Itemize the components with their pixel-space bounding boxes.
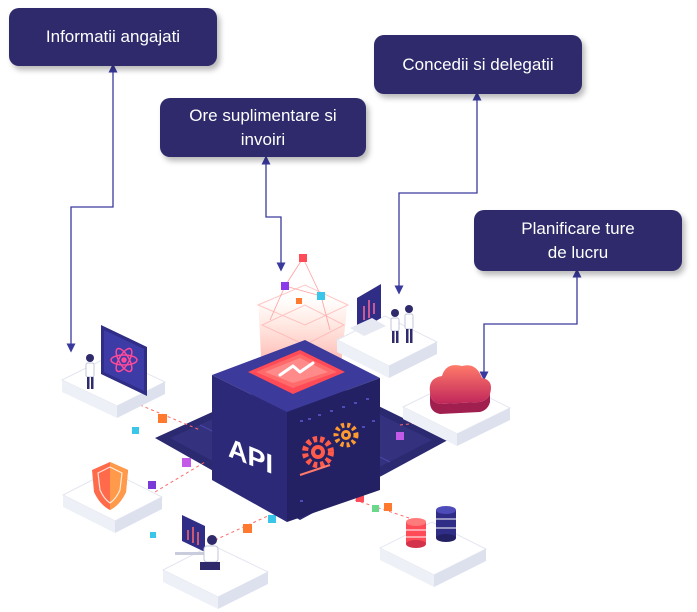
database-icon [406, 506, 456, 548]
atom-icon [110, 347, 138, 373]
gears-icon [299, 422, 359, 476]
box-ore-line1: Ore suplimentare si [189, 105, 337, 125]
platform-database [378, 506, 488, 587]
box-informatii-angajati: Informatii angajati [9, 8, 217, 66]
box-concedii-label: Concedii si delegatii [402, 54, 554, 74]
api-cube [212, 340, 380, 522]
platform-workstation [161, 515, 270, 609]
platform-atom [60, 325, 167, 418]
connector-ore [261, 155, 286, 272]
platform-shield [61, 462, 164, 533]
platform-analysts [335, 284, 439, 378]
connector-informatii [66, 63, 118, 353]
box-informatii-label: Informatii angajati [45, 27, 181, 46]
box-planificare-line1: Planificare ture [521, 218, 635, 238]
cloud-icon [429, 365, 491, 414]
box-ore-text: Ore suplimentare si invoiri [189, 104, 336, 152]
box-planificare-text: Planificare ture de lucru [521, 217, 634, 265]
person-icon [85, 354, 95, 389]
platform-cloud [401, 365, 512, 446]
box-concedii-delegatii: Concedii si delegatii [374, 35, 582, 94]
box-planificare-ture: Planificare ture de lucru [474, 210, 682, 271]
box-planificare-line2: de lucru [547, 242, 609, 262]
shield-icon [92, 462, 128, 510]
box-ore-line2: invoiri [240, 129, 286, 149]
connector-concedii [394, 91, 482, 295]
connector-planificare [479, 268, 582, 381]
box-ore-suplimentare: Ore suplimentare si invoiri [160, 98, 366, 157]
